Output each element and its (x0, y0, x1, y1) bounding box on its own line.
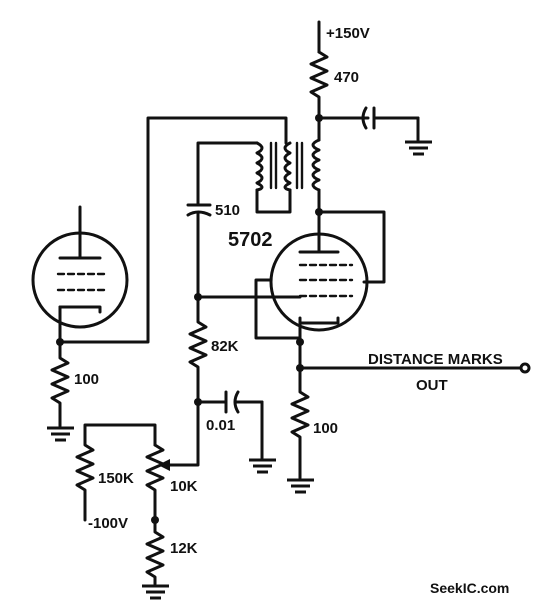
supply-rail (309, 20, 329, 120)
grid-coupling-wire (186, 141, 259, 299)
bypass-capacitor-001 (196, 390, 276, 474)
tube-left (31, 205, 129, 344)
grid-resistor-82k (188, 295, 208, 404)
output-label: OUT (416, 377, 448, 394)
junction-dot (194, 398, 202, 406)
pot-150k-label: 150K (98, 470, 134, 487)
bypass-cap-label: 0.01 (206, 417, 235, 434)
wiper-wire (158, 400, 200, 471)
feedback-wire (58, 116, 288, 344)
coupling-cap-label: 510 (215, 202, 240, 219)
distance-marks-label: DISTANCE MARKS (368, 351, 503, 368)
resistor-12k-label: 12K (170, 540, 198, 557)
left-cathode-resistor-label: 100 (74, 371, 99, 388)
right-cathode-resistor-label: 100 (313, 420, 338, 437)
junction-dot (151, 516, 159, 524)
plate-bypass-capacitor (317, 106, 420, 142)
junction-dot (315, 114, 323, 122)
tube-type-label: 5702 (228, 229, 273, 251)
pulse-transformer (255, 116, 321, 214)
pot-10k-label: 10K (170, 478, 198, 495)
supply-label: +150V (326, 25, 370, 42)
left-cathode-resistor (47, 338, 74, 442)
ground-symbol (405, 140, 432, 156)
junction-dot (315, 208, 323, 216)
grid-resistor-label: 82K (211, 338, 239, 355)
junction-dot (194, 293, 202, 301)
bias-network (75, 423, 169, 600)
watermark: SeekIC.com (430, 580, 509, 596)
cathode-output (287, 338, 531, 494)
neg-supply-label: -100V (88, 515, 128, 532)
plate-resistor-label: 470 (334, 69, 359, 86)
tube-5702 (196, 210, 386, 344)
